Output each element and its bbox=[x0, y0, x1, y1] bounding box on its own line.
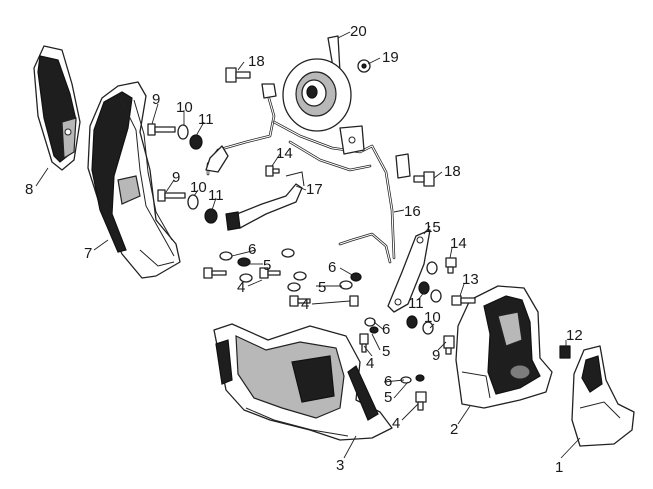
callout-6: 6 bbox=[328, 259, 336, 276]
callout-11: 11 bbox=[198, 111, 214, 128]
callout-9: 9 bbox=[432, 347, 440, 364]
bolt-set bbox=[147, 59, 571, 411]
callout-20: 20 bbox=[350, 23, 367, 40]
callout-14: 14 bbox=[450, 235, 467, 252]
callout-11: 11 bbox=[408, 295, 424, 312]
part-1-right-panel bbox=[571, 345, 635, 447]
callout-10: 10 bbox=[424, 309, 441, 326]
callout-11: 11 bbox=[208, 187, 224, 204]
callout-16: 16 bbox=[404, 203, 421, 220]
callout-5: 5 bbox=[318, 279, 326, 296]
callout-10: 10 bbox=[176, 99, 193, 116]
callout-18: 18 bbox=[444, 163, 461, 180]
callout-3: 3 bbox=[336, 457, 344, 474]
callout-14: 14 bbox=[276, 145, 293, 162]
callout-5: 5 bbox=[263, 257, 271, 274]
main-frame bbox=[205, 83, 411, 264]
callout-5: 5 bbox=[382, 343, 390, 360]
callout-15: 15 bbox=[424, 219, 441, 236]
callout-19: 19 bbox=[382, 49, 399, 66]
callout-4: 4 bbox=[301, 296, 309, 313]
part-2-right-fairing bbox=[455, 285, 553, 409]
callout-1: 1 bbox=[555, 459, 563, 476]
callout-10: 10 bbox=[190, 179, 207, 196]
callout-4: 4 bbox=[366, 355, 374, 372]
callout-5: 5 bbox=[384, 389, 392, 406]
callout-18: 18 bbox=[248, 53, 265, 70]
washer-set bbox=[177, 124, 442, 384]
part-15-bar bbox=[387, 229, 431, 313]
callout-7: 7 bbox=[84, 245, 92, 262]
callout-4: 4 bbox=[392, 415, 400, 432]
callout-17: 17 bbox=[306, 181, 323, 198]
leader-lines bbox=[35, 31, 581, 459]
callout-2: 2 bbox=[450, 421, 458, 438]
callout-6: 6 bbox=[248, 241, 256, 258]
part-17-bracket bbox=[225, 171, 305, 231]
callout-6: 6 bbox=[382, 321, 390, 338]
callout-4: 4 bbox=[237, 279, 245, 296]
callout-9: 9 bbox=[172, 169, 180, 186]
callout-6: 6 bbox=[384, 373, 392, 390]
part-8-side-panel bbox=[33, 45, 81, 171]
part-7-left-cover bbox=[87, 81, 181, 279]
callout-13: 13 bbox=[462, 271, 479, 288]
part-3-belly-pan bbox=[213, 323, 393, 441]
callout-8: 8 bbox=[25, 181, 33, 198]
part-20-bracket bbox=[282, 35, 352, 132]
callout-12: 12 bbox=[566, 327, 583, 344]
callout-labels: 1 2 3 4 4 4 4 5 5 5 5 6 6 6 6 7 8 9 9 9 … bbox=[25, 23, 583, 476]
callout-9: 9 bbox=[152, 91, 160, 108]
